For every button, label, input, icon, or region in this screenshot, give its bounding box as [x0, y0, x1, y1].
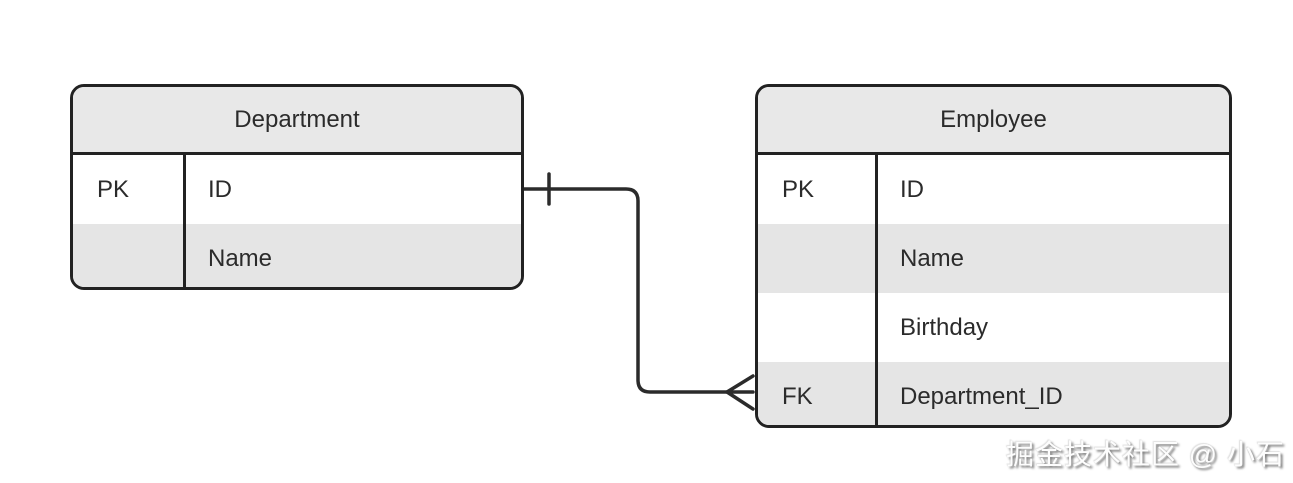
table-title-employee: Employee: [758, 87, 1229, 155]
key-cell: PK: [73, 155, 186, 224]
field-cell: ID: [900, 175, 924, 203]
entity-table-department[interactable]: Department PK ID Name: [70, 84, 524, 290]
field-cell: Name: [208, 244, 273, 272]
key-cell: FK: [758, 362, 878, 425]
field-cell: Name: [900, 244, 965, 272]
table-row: PK ID: [758, 155, 1229, 224]
field-cell: Birthday: [900, 313, 989, 341]
field-cell: ID: [208, 175, 232, 203]
table-row: Name: [73, 224, 521, 287]
table-row: Birthday: [758, 293, 1229, 362]
table-title-department: Department: [73, 87, 521, 155]
table-row: Name: [758, 224, 1229, 293]
watermark-text: 掘金技术社区 @ 小石: [1006, 439, 1285, 470]
entity-table-employee[interactable]: Employee PK ID Name Birthday FK Departme…: [755, 84, 1232, 428]
key-cell: [73, 224, 186, 287]
table-row: FK Department_ID: [758, 362, 1229, 425]
key-cell: [758, 293, 878, 362]
cardinality-many-crowfoot: [725, 374, 755, 411]
table-row: PK ID: [73, 155, 521, 224]
key-cell: [758, 224, 878, 293]
key-cell: PK: [758, 155, 878, 224]
field-cell: Department_ID: [900, 382, 1063, 410]
connector-line: [522, 187, 729, 394]
